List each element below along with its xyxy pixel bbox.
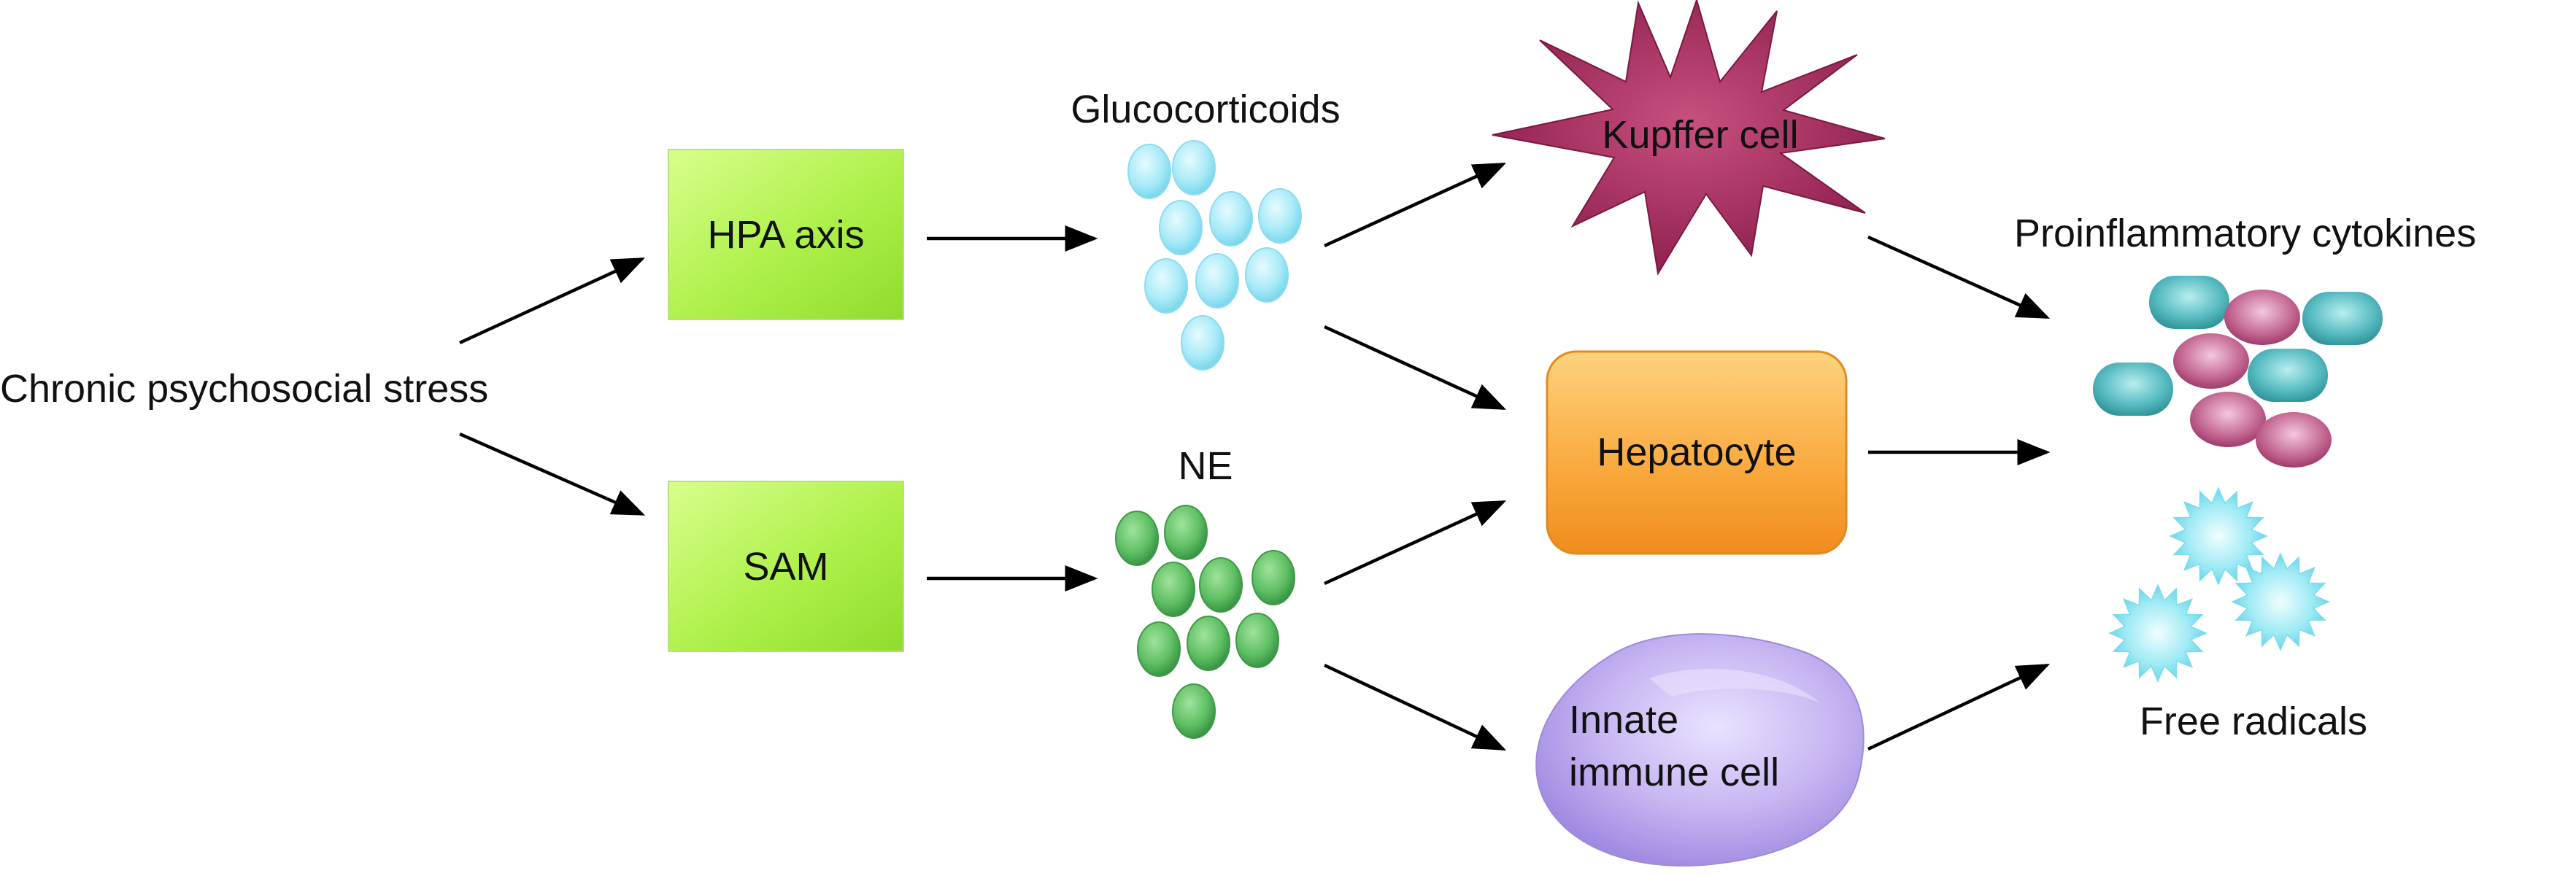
glucocorticoid-molecule: [1127, 144, 1171, 199]
arrow-ne-to-immune: [1324, 663, 1507, 751]
hpa-axis-label: HPA axis: [707, 213, 864, 257]
ne-molecule: [1252, 550, 1295, 605]
arrow-stress-to-sam: [459, 432, 646, 516]
ne-molecule: [1187, 616, 1230, 671]
hpa-axis-node: HPA axis: [668, 149, 904, 320]
innate-immune-cell-nucleus-highlight: [1649, 668, 1821, 704]
free-radicals-label: Free radicals: [2140, 699, 2367, 743]
innate-immune-cell-label-line1: Innate: [1569, 698, 1678, 742]
arrow-kupffer-to-cytokines: [1867, 235, 2051, 319]
glucocorticoid-molecule: [1172, 140, 1216, 195]
glucocorticoid-molecule: [1181, 315, 1225, 371]
hpa-axis-box: [668, 149, 904, 320]
hepatocyte-label: Hepatocyte: [1597, 430, 1796, 474]
glucocorticoid-molecule: [1209, 191, 1253, 247]
cytokine-teal: [2248, 349, 2328, 402]
arrows: [459, 162, 2051, 751]
cytokines-label: Proinflammatory cytokines: [2014, 212, 2476, 255]
innate-immune-cell-node: Innate immune cell: [1535, 633, 1864, 867]
kupffer-cell-label: Kupffer cell: [1602, 113, 1798, 157]
cytokine-magenta: [2173, 333, 2249, 389]
glucocorticoids-cluster: [1127, 140, 1302, 371]
sam-label: SAM: [743, 545, 828, 589]
ne-label: NE: [1178, 444, 1233, 488]
cytokine-teal: [2149, 276, 2229, 329]
glucocorticoid-molecule: [1258, 188, 1302, 244]
cytokine-magenta: [2224, 290, 2300, 345]
hepatocyte-node: Hepatocyte: [1546, 350, 1848, 555]
cytokine-teal: [2093, 363, 2173, 416]
free-radicals-cluster: [2108, 487, 2330, 683]
ne-molecule: [1235, 613, 1279, 668]
stress-label: Chronic psychosocial stress: [0, 367, 488, 411]
free-radical-shape: [2108, 584, 2207, 683]
glucocorticoid-molecule: [1144, 258, 1188, 314]
hepatocyte-box: [1546, 350, 1848, 555]
free-radical-shape: [2169, 487, 2268, 586]
ne-molecule: [1115, 511, 1159, 566]
ne-molecule: [1172, 683, 1216, 739]
ne-cluster: [1115, 505, 1295, 739]
arrow-ne-to-hepatocyte: [1324, 500, 1507, 586]
kupffer-cell-node: Kupffer cell: [1492, 0, 1886, 276]
ne-molecule: [1164, 505, 1208, 560]
glucocorticoid-molecule: [1245, 247, 1289, 303]
arrow-stress-to-hpa: [459, 257, 646, 345]
arrow-immune-to-radicals: [1867, 663, 2051, 751]
glucocorticoid-molecule: [1159, 200, 1203, 255]
innate-immune-cell-label-line2: immune cell: [1569, 751, 1779, 794]
sam-node: SAM: [668, 481, 904, 652]
cytokines-cluster: [2093, 276, 2383, 468]
sam-box: [668, 481, 904, 652]
cytokine-teal: [2302, 292, 2383, 345]
kupffer-cell-shape: [1492, 0, 1886, 276]
cytokine-magenta: [2190, 392, 2266, 447]
arrow-glucocorticoids-to-hepatocyte: [1324, 325, 1507, 411]
ne-molecule: [1199, 557, 1243, 613]
ne-molecule: [1152, 562, 1195, 617]
glucocorticoid-molecule: [1195, 253, 1239, 309]
arrow-glucocorticoids-to-kupffer: [1324, 162, 1507, 248]
free-radical-shape: [2231, 552, 2330, 651]
ne-molecule: [1137, 621, 1181, 677]
glucocorticoids-label: Glucocorticoids: [1071, 88, 1340, 131]
cytokine-magenta: [2256, 412, 2332, 468]
